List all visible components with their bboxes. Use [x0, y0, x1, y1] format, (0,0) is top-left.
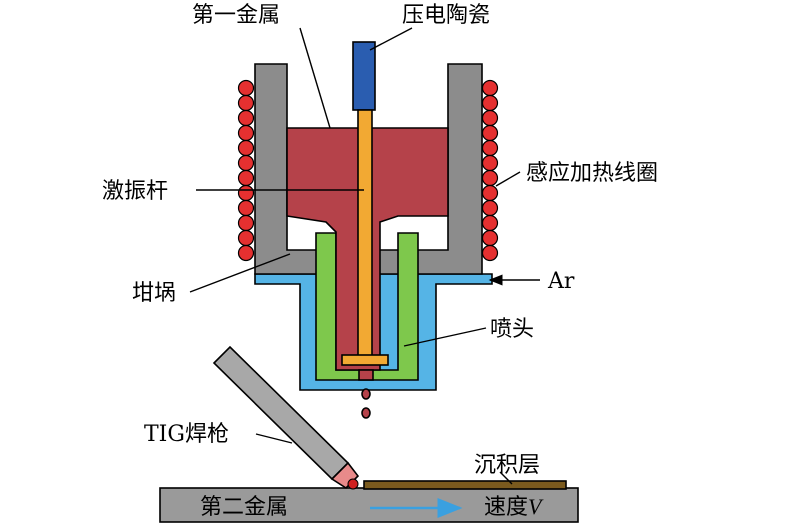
label-speed-symbol: V	[528, 494, 544, 519]
label-speed: 速度V	[484, 494, 544, 520]
label-nozzle: 喷头	[490, 317, 534, 342]
tig-torch	[212, 345, 360, 490]
label-crucible: 坩埚	[132, 281, 176, 306]
induction-coil-left	[237, 79, 255, 262]
leader-crucible	[189, 253, 291, 293]
piezo-ceramic	[352, 41, 376, 111]
leader-deposit	[499, 471, 513, 485]
label-first-metal: 第一金属	[192, 3, 280, 28]
label-vibrating-rod: 激振杆	[102, 179, 168, 204]
label-deposited-layer: 沉积层	[474, 453, 540, 478]
label-speed-prefix: 速度	[484, 495, 528, 520]
rod-tip-plate	[341, 354, 389, 366]
leader-tig	[255, 433, 293, 444]
label-induction-coil: 感应加热线圈	[526, 161, 658, 186]
leader-nozzle	[403, 327, 487, 347]
nozzle-outlet	[358, 369, 374, 381]
second-metal-substrate	[159, 487, 579, 523]
deposited-layer	[363, 480, 567, 490]
label-second-metal: 第二金属	[200, 495, 288, 520]
induction-coil-right	[481, 79, 499, 262]
droplet-2	[361, 407, 371, 419]
leader-induction-coil	[495, 171, 521, 187]
label-argon: Ar	[547, 269, 575, 294]
label-tig-torch: TIG焊枪	[144, 422, 229, 447]
label-piezo: 压电陶瓷	[402, 3, 490, 28]
leader-first-metal	[299, 27, 331, 129]
droplet-1	[361, 388, 371, 400]
leader-piezo	[369, 27, 413, 51]
vibrating-rod	[357, 109, 373, 361]
